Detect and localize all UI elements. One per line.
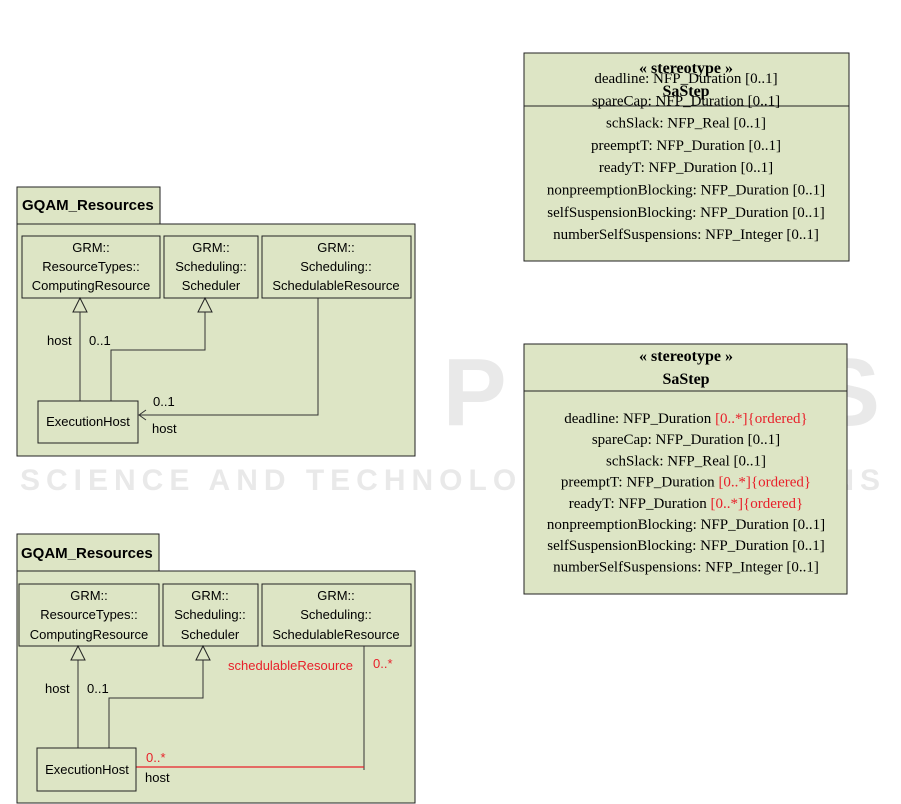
attribute-row: preemptT: NFP_Duration [0..*]{ordered} bbox=[561, 475, 811, 491]
package-tab bbox=[16, 533, 160, 572]
attribute-row: schSlack: NFP_Real [0..1] bbox=[606, 453, 766, 469]
multiplicity-highlight: [0..*]{ordered} bbox=[718, 475, 811, 491]
svg-text:ExecutionHost: ExecutionHost bbox=[45, 762, 129, 777]
stereotype-label: « stereotype » bbox=[639, 348, 733, 365]
role-label: host bbox=[145, 770, 170, 785]
svg-text:GRM::Scheduling::SchedulableRe: GRM::Scheduling::SchedulableResource bbox=[272, 588, 399, 642]
association-line bbox=[139, 298, 319, 416]
class-schedulable-resource[interactable]: GRM::Scheduling::SchedulableResource bbox=[261, 235, 412, 299]
attribute-row: spareCap: NFP_Duration [0..1] bbox=[592, 432, 780, 448]
open-arrow-icon bbox=[138, 409, 147, 421]
attribute-row: readyT: NFP_Duration [0..1] bbox=[599, 160, 773, 176]
stereotype-name: SaStep bbox=[662, 371, 709, 388]
svg-text:GRM::Scheduling::Scheduler: GRM::Scheduling::Scheduler bbox=[175, 240, 247, 293]
svg-text:GRM::Scheduling::SchedulableRe: GRM::Scheduling::SchedulableResource bbox=[272, 240, 399, 293]
attribute-list: deadline: NFP_Duration [0..*]{ordered} sp… bbox=[547, 411, 825, 575]
multiplicity-highlight: [0..*]{ordered} bbox=[715, 411, 808, 427]
package-title: GQAM_Resources bbox=[22, 197, 154, 214]
class-computing-resource[interactable]: GRM::ResourceTypes::ComputingResource bbox=[18, 583, 160, 647]
package-diagram-bottom: GQAM_Resources GRM::ResourceTypes::Compu… bbox=[16, 533, 416, 804]
attribute-row: nonpreemptionBlocking: NFP_Duration [0..… bbox=[547, 517, 825, 533]
stereotype-box-bottom[interactable]: « stereotype » SaStep deadline: NFP_Dura… bbox=[523, 343, 848, 595]
svg-text:ExecutionHost: ExecutionHost bbox=[46, 414, 130, 429]
role-label-red: schedulableResource bbox=[228, 658, 353, 673]
attribute-list: deadline: NFP_Duration [0..1] spareCap: N… bbox=[547, 71, 825, 243]
attribute-row: readyT: NFP_Duration [0..*]{ordered} bbox=[569, 496, 803, 512]
class-schedulable-resource[interactable]: GRM::Scheduling::SchedulableResource bbox=[261, 583, 412, 647]
multiplicity-label: 0..1 bbox=[87, 681, 109, 696]
class-execution-host[interactable]: ExecutionHost bbox=[36, 747, 137, 792]
attribute-row: deadline: NFP_Duration [0..*]{ordered} bbox=[564, 411, 808, 427]
attribute-row: selfSuspensionBlocking: NFP_Duration [0.… bbox=[547, 538, 825, 554]
svg-text:GRM::Scheduling::Scheduler: GRM::Scheduling::Scheduler bbox=[174, 588, 246, 642]
multiplicity-label-red: 0..* bbox=[146, 750, 166, 765]
svg-text:GRM::ResourceTypes::ComputingR: GRM::ResourceTypes::ComputingResource bbox=[30, 588, 149, 642]
attribute-row: numberSelfSuspensions: NFP_Integer [0..1… bbox=[553, 227, 819, 243]
package-diagram-top: GQAM_Resources GRM::ResourceTypes::Compu… bbox=[16, 186, 416, 457]
multiplicity-label: 0..1 bbox=[89, 333, 111, 348]
role-label: host bbox=[47, 333, 72, 348]
attribute-row: schSlack: NFP_Real [0..1] bbox=[606, 116, 766, 132]
class-scheduler[interactable]: GRM::Scheduling::Scheduler bbox=[163, 235, 259, 299]
stereotype-box-top[interactable]: « stereotype » SaStep deadline: NFP_Dura… bbox=[523, 52, 850, 262]
multiplicity-label: 0..1 bbox=[153, 394, 175, 409]
attribute-row: numberSelfSuspensions: NFP_Integer [0..1… bbox=[553, 559, 819, 575]
svg-text:GRM::ResourceTypes::ComputingR: GRM::ResourceTypes::ComputingResource bbox=[32, 240, 151, 293]
class-scheduler[interactable]: GRM::Scheduling::Scheduler bbox=[162, 583, 259, 647]
attribute-row: nonpreemptionBlocking: NFP_Duration [0..… bbox=[547, 183, 825, 199]
class-execution-host[interactable]: ExecutionHost bbox=[37, 400, 139, 444]
attribute-row: selfSuspensionBlocking: NFP_Duration [0.… bbox=[547, 205, 825, 221]
class-computing-resource[interactable]: GRM::ResourceTypes::ComputingResource bbox=[21, 235, 161, 299]
attribute-row: spareCap: NFP_Duration [0..1] bbox=[592, 93, 780, 109]
stereotype-label: « stereotype » bbox=[639, 60, 733, 77]
role-label: host bbox=[152, 421, 177, 436]
attribute-row: preemptT: NFP_Duration [0..1] bbox=[591, 138, 781, 154]
multiplicity-label: 0..* bbox=[373, 656, 393, 671]
stereotype-name: SaStep bbox=[662, 83, 709, 100]
role-label: host bbox=[45, 681, 70, 696]
generalization-line bbox=[108, 660, 204, 748]
multiplicity-highlight: [0..*]{ordered} bbox=[711, 496, 804, 512]
attribute-row: deadline: NFP_Duration [0..1] bbox=[594, 71, 777, 87]
package-title: GQAM_Resources bbox=[21, 545, 153, 562]
generalization-line bbox=[110, 312, 206, 401]
